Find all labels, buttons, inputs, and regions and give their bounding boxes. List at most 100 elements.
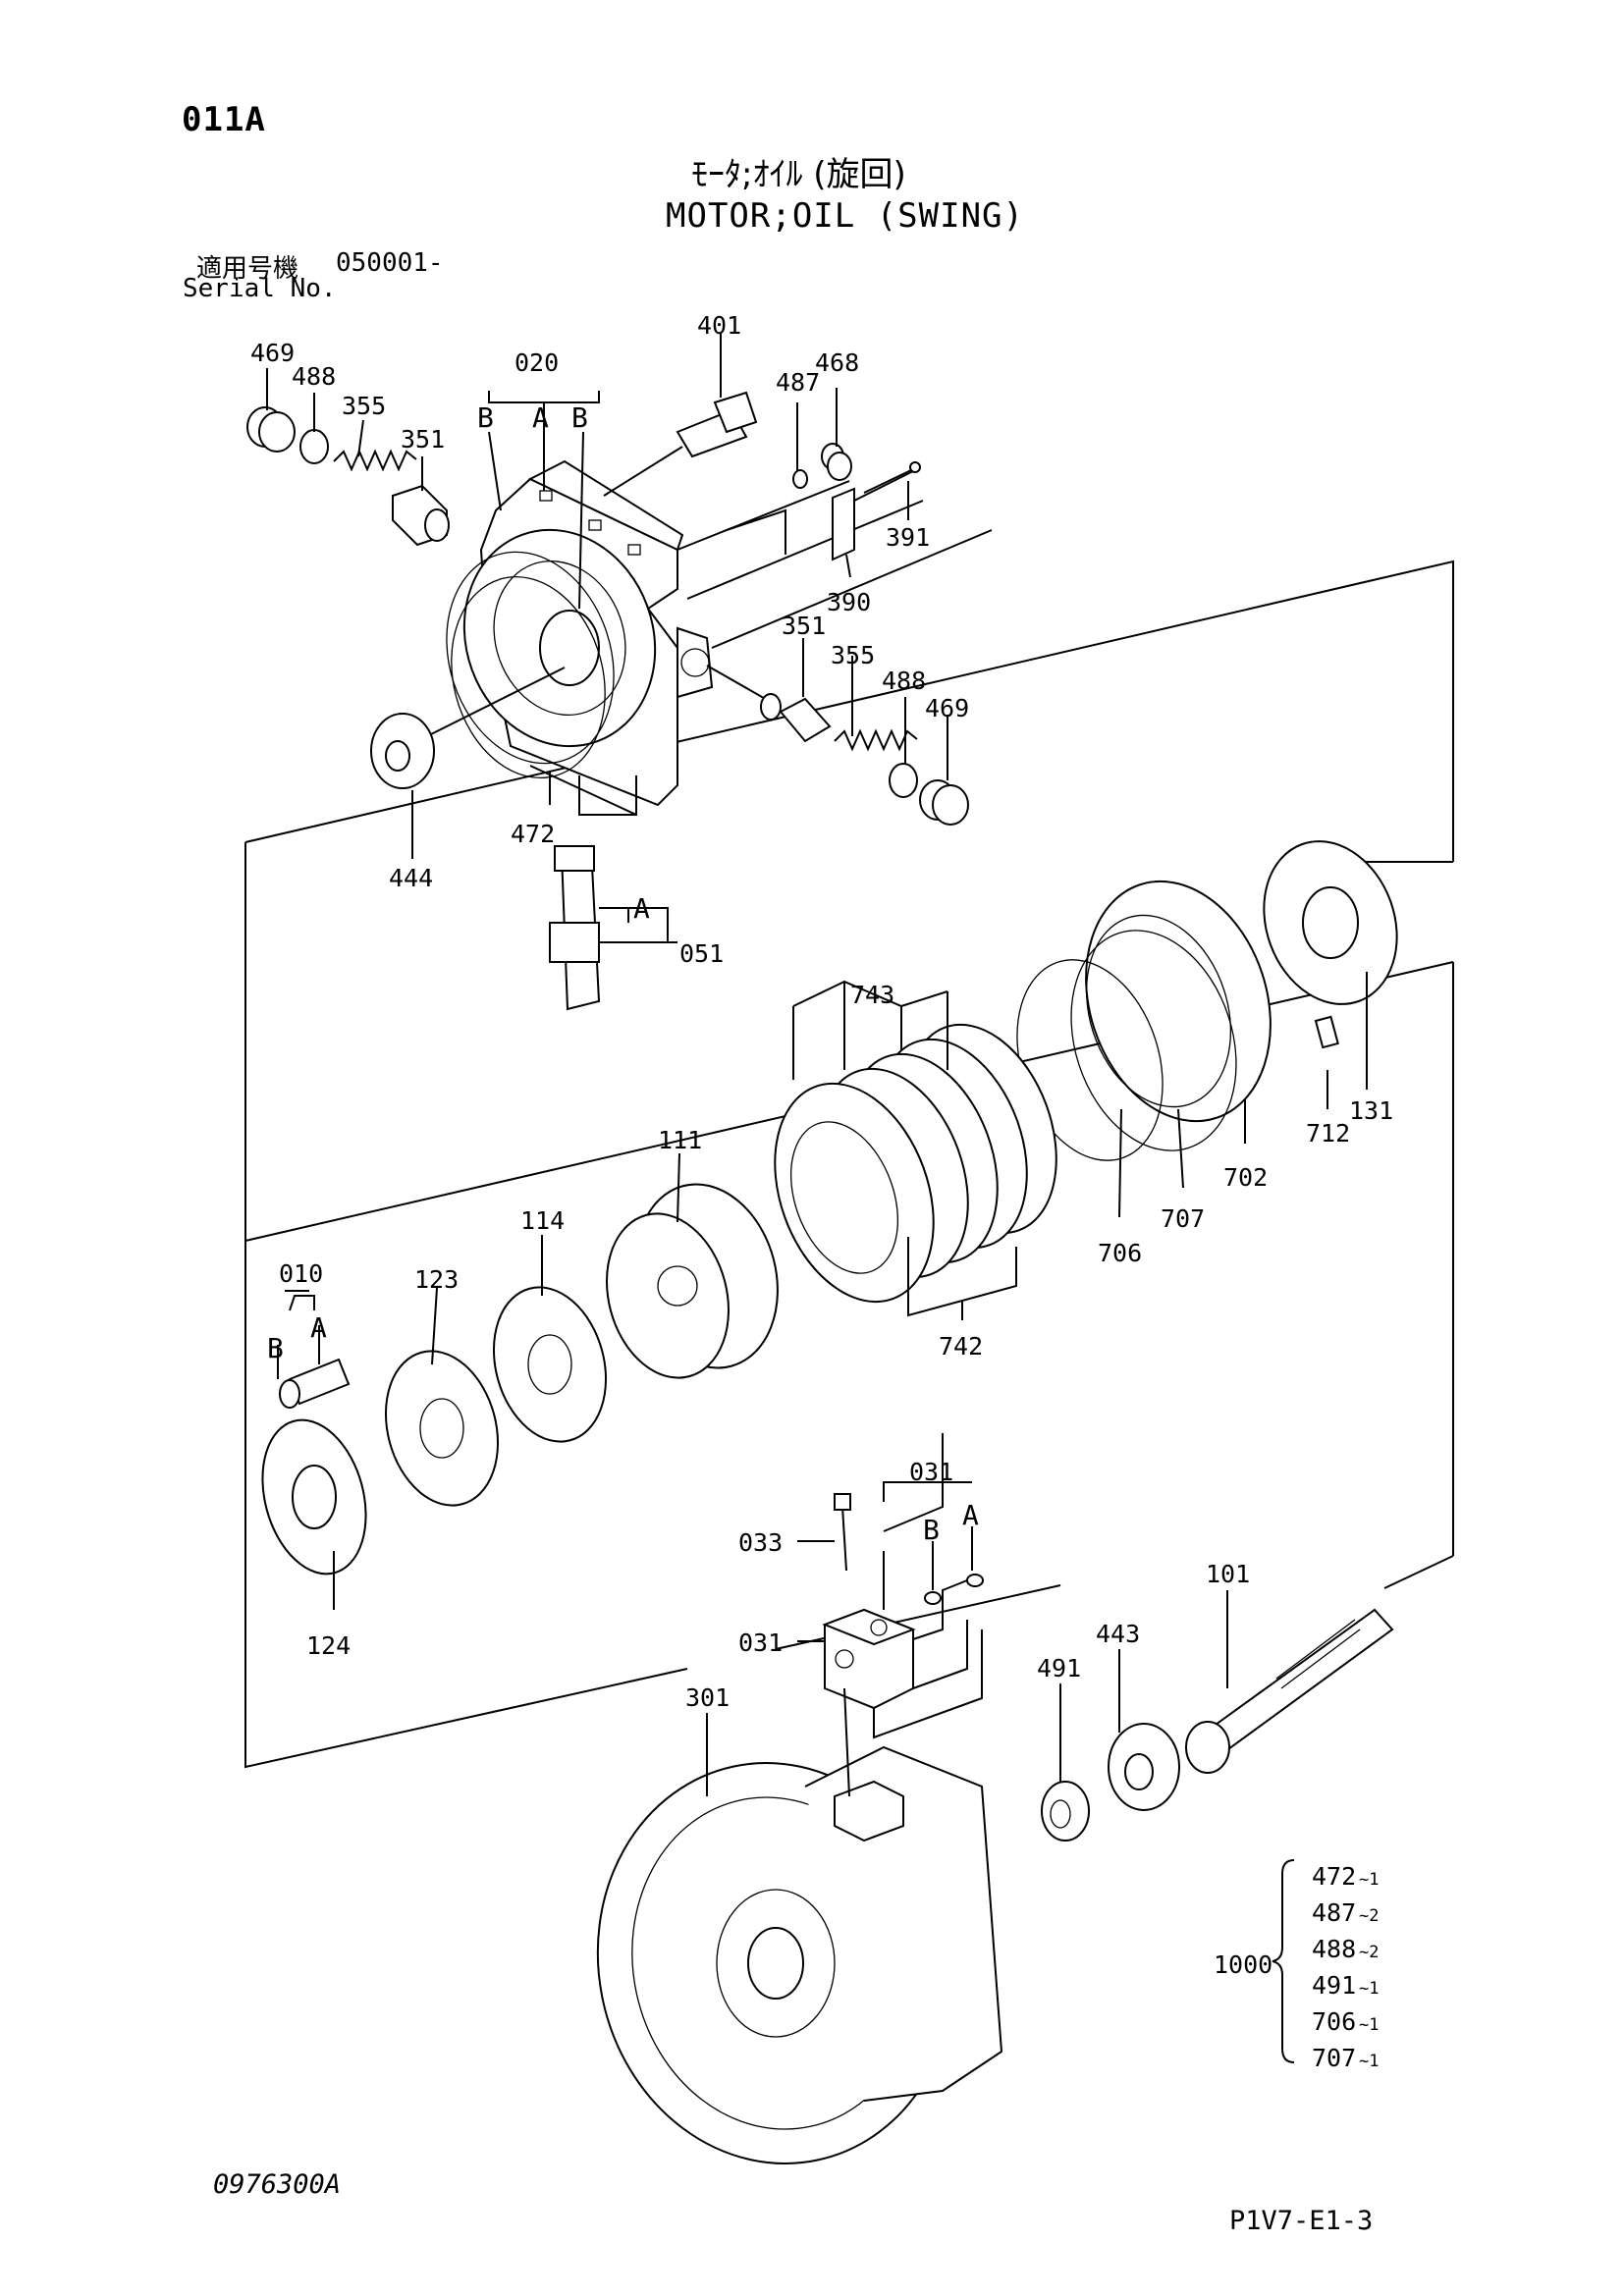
housing-leader-lines — [426, 480, 993, 816]
callout-472: 472 — [511, 820, 555, 848]
callout-491: 491 — [1037, 1654, 1081, 1682]
callout-443: 443 — [1096, 1620, 1140, 1648]
callout-124: 124 — [306, 1631, 351, 1660]
serial-label-english: Serial No. — [183, 274, 337, 303]
shaft-101 — [1185, 1608, 1394, 1774]
callout-031-left: 031 — [738, 1629, 783, 1657]
o-ring-487 — [792, 469, 808, 489]
friction-plates-742-743 — [774, 1023, 1057, 1304]
callout-355-right: 355 — [831, 641, 875, 669]
plunger-010 — [279, 1358, 351, 1409]
plug-469-top — [246, 406, 296, 453]
letter-a-010: A — [310, 1311, 327, 1344]
letter-b-031: B — [923, 1514, 940, 1546]
callout-355-top: 355 — [342, 392, 386, 420]
valve-plate-131 — [1263, 840, 1398, 1005]
callout-743: 743 — [850, 981, 894, 1009]
kit-item-part: 487 — [1312, 1898, 1356, 1927]
kit-item-part: 706 — [1312, 2007, 1356, 2036]
o-ring-488-right — [889, 763, 918, 798]
valve-block-031 — [822, 1433, 983, 1739]
kit-1000: 1000 472 ~1 487 ~2 488 ~2 491 ~1 706 ~1 … — [1214, 1862, 1379, 2072]
callout-051: 051 — [679, 939, 724, 968]
callout-469-top: 469 — [250, 339, 295, 367]
bearing-443 — [1108, 1723, 1180, 1811]
casing-301 — [596, 1687, 1003, 2164]
callout-706: 706 — [1098, 1239, 1142, 1267]
serial-number-range: 050001- — [336, 248, 444, 278]
callout-488-top: 488 — [292, 362, 336, 391]
oil-seal-491 — [1041, 1781, 1090, 1842]
letter-a-020: A — [532, 401, 549, 434]
kit-item: 487 ~2 — [1312, 1898, 1379, 1927]
kit-item: 488 ~2 — [1312, 1935, 1379, 1963]
o-ring-488-top — [299, 429, 329, 464]
callout-131: 131 — [1349, 1096, 1393, 1125]
letter-a-031: A — [962, 1499, 979, 1531]
callout-033: 033 — [738, 1528, 783, 1557]
kit-item: 491 ~1 — [1312, 1971, 1379, 2000]
callout-468: 468 — [815, 348, 859, 377]
letter-b-010: B — [267, 1332, 284, 1364]
callout-114: 114 — [520, 1206, 565, 1235]
callout-702: 702 — [1223, 1163, 1268, 1192]
callout-031-top: 031 — [909, 1458, 953, 1486]
callout-123: 123 — [414, 1265, 459, 1294]
kit-item-qty: ~1 — [1359, 2052, 1379, 2071]
retainer-plate-114 — [492, 1286, 608, 1443]
kit-item-part: 488 — [1312, 1935, 1356, 1963]
letter-b-020-left: B — [477, 401, 494, 434]
bearing-444 — [370, 713, 435, 789]
kit-item: 707 ~1 — [1312, 2044, 1379, 2072]
callout-487: 487 — [776, 368, 820, 397]
drawing-number: 0976300A — [213, 2169, 342, 2200]
bolt-033 — [834, 1493, 851, 1572]
spring-355-top — [333, 449, 417, 472]
kit-label: 1000 — [1214, 1950, 1272, 1979]
kit-item-part: 491 — [1312, 1971, 1356, 2000]
callout-020: 020 — [514, 348, 559, 377]
callout-leaders — [266, 334, 1368, 2063]
title-japanese: ﾓｰﾀ;ｵｲﾙ (旋回) — [691, 155, 906, 194]
callout-444: 444 — [389, 864, 433, 892]
callout-469-right: 469 — [925, 694, 969, 722]
callout-391: 391 — [886, 523, 930, 552]
kit-item-qty: ~1 — [1359, 1870, 1379, 1890]
o-ring-472 — [451, 575, 606, 779]
o-rings-031 — [924, 1574, 984, 1605]
spool-351-top — [392, 484, 450, 547]
shoe-plate-123 — [384, 1350, 500, 1507]
letter-b-020-right: B — [571, 401, 588, 434]
pin-712 — [1314, 1015, 1339, 1049]
title-english: MOTOR;OIL (SWING) — [666, 196, 1024, 236]
callout-010: 010 — [279, 1259, 323, 1288]
brake-piston-702 — [1085, 880, 1272, 1123]
callout-labels: 020 401 469 488 355 351 487 468 391 390 … — [250, 311, 1393, 1712]
callout-351-right: 351 — [782, 612, 826, 640]
callout-301: 301 — [685, 1683, 730, 1712]
rivet-391 — [863, 461, 921, 494]
spring-355-right — [834, 728, 918, 752]
page-code: 011A — [182, 100, 266, 139]
letter-a-051: A — [633, 892, 650, 925]
callout-712: 712 — [1306, 1119, 1350, 1148]
valve-051 — [549, 844, 601, 1011]
callout-101: 101 — [1206, 1560, 1250, 1588]
o-ring-707 — [1070, 930, 1237, 1151]
callout-390: 390 — [827, 588, 871, 616]
callout-742: 742 — [939, 1332, 983, 1361]
kit-item-qty: ~1 — [1359, 1979, 1379, 1999]
callout-707: 707 — [1161, 1204, 1205, 1233]
kit-item: 472 ~1 — [1312, 1862, 1379, 1891]
nameplate-390 — [832, 470, 914, 561]
callout-351-top: 351 — [401, 425, 445, 454]
cover-housing-020 — [446, 459, 714, 807]
serial-label-japanese: 適用号機 — [196, 254, 299, 284]
page-reference: P1V7-E1-3 — [1229, 2206, 1374, 2236]
callout-488-right: 488 — [882, 667, 926, 695]
kit-item: 706 ~1 — [1312, 2007, 1379, 2036]
kit-item-part: 707 — [1312, 2044, 1356, 2072]
kit-item-qty: ~2 — [1359, 1906, 1379, 1926]
sub-letters: B A B A B A B A — [267, 401, 979, 1546]
